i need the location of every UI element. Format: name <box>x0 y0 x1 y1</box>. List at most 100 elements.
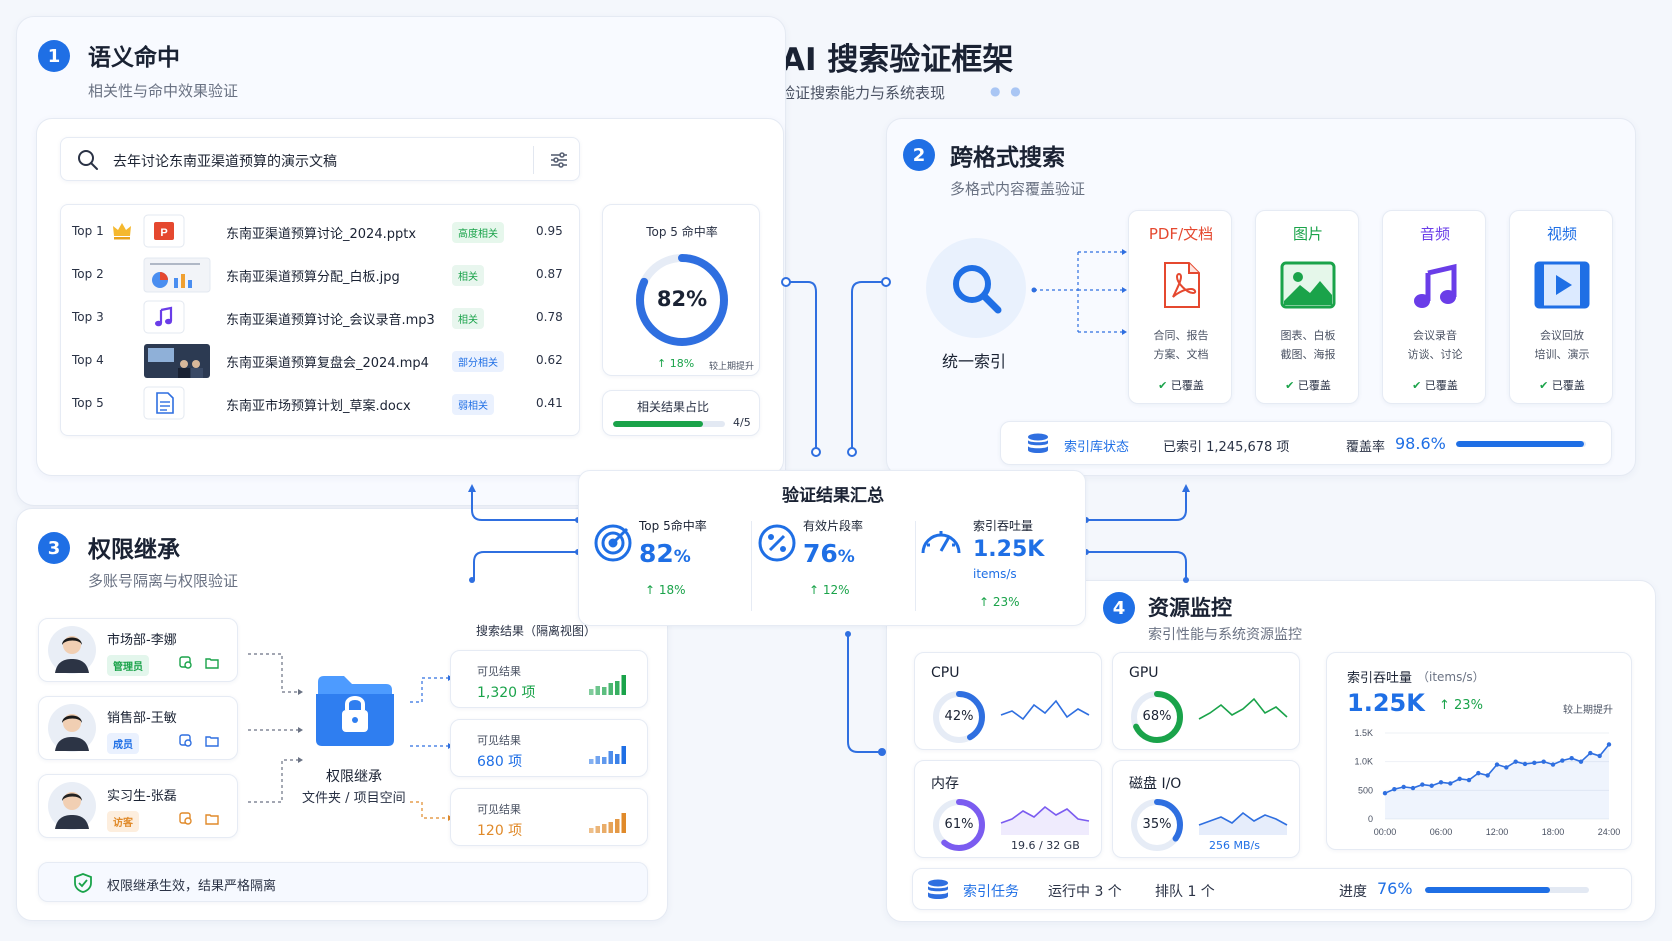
music-note-icon <box>1383 261 1487 311</box>
unified-index-label: 统一索引 <box>942 352 1007 371</box>
filter-icon[interactable] <box>549 150 569 174</box>
mini-bar <box>621 746 626 764</box>
throughput-unit: （items/s） <box>1417 670 1485 684</box>
user-card[interactable]: 销售部-王敏成员 <box>38 696 238 760</box>
throughput-delta-label: 较上期提升 <box>1563 705 1613 716</box>
search-input[interactable]: 去年讨论东南亚渠道预算的演示文稿 <box>113 154 337 170</box>
x-tick-label: 12:00 <box>1486 827 1509 837</box>
result-filename[interactable]: 东南亚渠道预算分配_白板.jpg <box>226 270 400 285</box>
result-filename[interactable]: 东南亚渠道预算复盘会_2024.mp4 <box>226 356 429 371</box>
gauge-ring <box>1129 689 1185 749</box>
section-title-permission: 权限继承 <box>88 537 180 563</box>
unified-index-hub <box>926 238 1026 338</box>
data-point <box>1485 773 1490 778</box>
user-name: 实习生-张磊 <box>107 789 177 804</box>
gauge-extra: 256 MB/s <box>1209 839 1260 852</box>
sparkline <box>1198 693 1289 731</box>
data-point <box>1457 776 1462 782</box>
format-desc-line2: 方案、文档 <box>1153 348 1209 361</box>
series-area <box>1385 744 1609 819</box>
result-label: 可见结果 <box>477 665 521 678</box>
relevance-tag: 相关 <box>452 308 484 329</box>
permission-footer-text: 权限继承生效，结果严格隔离 <box>107 879 277 894</box>
mini-bar <box>595 686 600 695</box>
role-badge: 成员 <box>107 733 139 754</box>
format-card-3[interactable]: 视频会议回放培训、演示✔ 已覆盖 <box>1509 210 1613 404</box>
image-icon <box>1256 261 1360 309</box>
relevance-tag: 相关 <box>452 265 484 286</box>
result-rank: Top 2 <box>72 267 104 281</box>
user-card[interactable]: 市场部-李娜管理员 <box>38 618 238 682</box>
throughput-value: 1.25K <box>1347 689 1425 717</box>
format-desc-line1: 会议回放 <box>1540 329 1584 342</box>
data-point <box>1550 762 1556 767</box>
hit-donut <box>636 254 728 346</box>
mini-bar <box>608 822 613 833</box>
format-title: PDF/文档 <box>1148 225 1214 243</box>
relevance-score: 0.62 <box>536 353 563 367</box>
mini-bar <box>589 828 594 833</box>
result-filename[interactable]: 东南亚渠道预算讨论_会议录音.mp3 <box>226 313 435 328</box>
database-icon <box>927 879 949 905</box>
data-point <box>1522 761 1528 767</box>
data-point <box>1494 762 1500 767</box>
coverage-value: 98.6% <box>1395 434 1446 453</box>
mini-bar <box>621 675 626 695</box>
gauge-ring <box>931 797 987 857</box>
summary-label: Top 5命中率 <box>639 519 707 533</box>
mini-bar-chart <box>589 669 629 699</box>
relevance-score: 0.87 <box>536 267 563 281</box>
result-filename[interactable]: 东南亚市场预算计划_草案.docx <box>226 399 411 414</box>
result-count: 680 项 <box>477 754 523 770</box>
role-badge: 管理员 <box>107 655 149 676</box>
data-point <box>1420 782 1425 787</box>
document-icon <box>143 386 185 423</box>
format-card-2[interactable]: 音频会议录音访谈、讨论✔ 已覆盖 <box>1382 210 1486 404</box>
search-permission-icon <box>179 811 193 830</box>
index-status-label[interactable]: 索引库状态 <box>1064 440 1130 455</box>
x-tick-label: 24:00 <box>1598 827 1621 837</box>
summary-title: 验证结果汇总 <box>782 486 884 506</box>
section-subtitle-cross-format: 多格式内容覆盖验证 <box>950 180 1086 198</box>
data-point <box>1606 742 1612 747</box>
coverage-status: ✔ 已覆盖 <box>1285 379 1331 392</box>
format-card-0[interactable]: PDF/文档合同、报告方案、文档✔ 已覆盖 <box>1128 210 1232 404</box>
section-number-4: 4 <box>1103 592 1135 624</box>
gauge-value: 35% <box>1142 817 1172 832</box>
subtitle-dots-right: ● ● <box>990 84 1024 98</box>
ratio-value: 4/5 <box>733 416 751 429</box>
folder-permission-icon <box>205 733 219 752</box>
format-card-1[interactable]: 图片图表、白板截图、海报✔ 已覆盖 <box>1255 210 1359 404</box>
data-point <box>1448 781 1453 786</box>
summary-delta: ↑ 23% <box>979 595 1020 609</box>
result-row[interactable]: Top 2 东南亚渠道预算分配_白板.jpg 相关 0.87 <box>60 255 580 295</box>
data-point <box>1410 785 1416 791</box>
summary-value: 82% <box>639 539 691 568</box>
data-point <box>1597 753 1602 759</box>
database-icon <box>1027 433 1049 459</box>
check-icon: ✔ <box>1158 379 1168 392</box>
gauge-icon <box>919 523 963 561</box>
x-tick-label: 18:00 <box>1542 827 1565 837</box>
section-number-3: 3 <box>38 532 70 564</box>
whiteboard-image-thumbnail <box>143 257 211 296</box>
data-point <box>1578 759 1584 764</box>
user-card[interactable]: 实习生-张磊访客 <box>38 774 238 838</box>
result-filename[interactable]: 东南亚渠道预算讨论_2024.pptx <box>226 227 417 242</box>
y-tick-label: 1.5K <box>1354 728 1373 738</box>
search-bar[interactable]: 去年讨论东南亚渠道预算的演示文稿 <box>60 137 580 181</box>
summary-value: 76% <box>803 539 855 568</box>
section-subtitle-permission: 多账号隔离与权限验证 <box>88 572 239 590</box>
data-point <box>1560 758 1565 763</box>
index-task-label[interactable]: 索引任务 <box>963 884 1019 900</box>
relevance-tag: 部分相关 <box>452 351 504 372</box>
folder-permission-icon <box>205 655 219 674</box>
